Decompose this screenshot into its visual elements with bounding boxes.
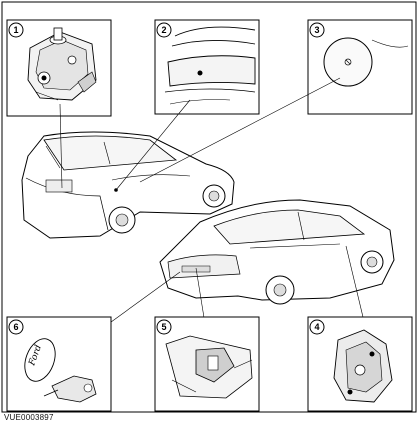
panel-2-tailgate-lock: 2	[154, 19, 260, 115]
callout-4-label: 4	[314, 322, 319, 332]
panel-4-door-latch: 4	[307, 316, 413, 412]
panel-1-lock-mechanism: 1	[6, 19, 112, 117]
callout-4-badge	[309, 319, 325, 335]
callout-1-badge	[8, 22, 24, 38]
callout-3-badge	[309, 22, 325, 38]
panel-6-key-badge: 6 Ford	[6, 316, 112, 412]
callout-1-label: 1	[13, 25, 18, 35]
callout-5-badge	[156, 319, 172, 335]
panel-3-fuel-flap: 3	[307, 19, 413, 115]
callout-6-badge	[8, 319, 24, 335]
callout-2-badge	[156, 22, 172, 38]
figure-reference-code: VUE0003897	[4, 413, 54, 422]
car-rear-view	[21, 131, 235, 239]
callout-3-label: 3	[314, 25, 319, 35]
callout-2-label: 2	[161, 25, 166, 35]
diagram-frame	[1, 1, 417, 413]
callout-6-label: 6	[13, 322, 18, 332]
car-front-view	[159, 199, 395, 305]
panel-5-bonnet-release: 5	[154, 316, 260, 412]
callout-5-label: 5	[161, 322, 166, 332]
